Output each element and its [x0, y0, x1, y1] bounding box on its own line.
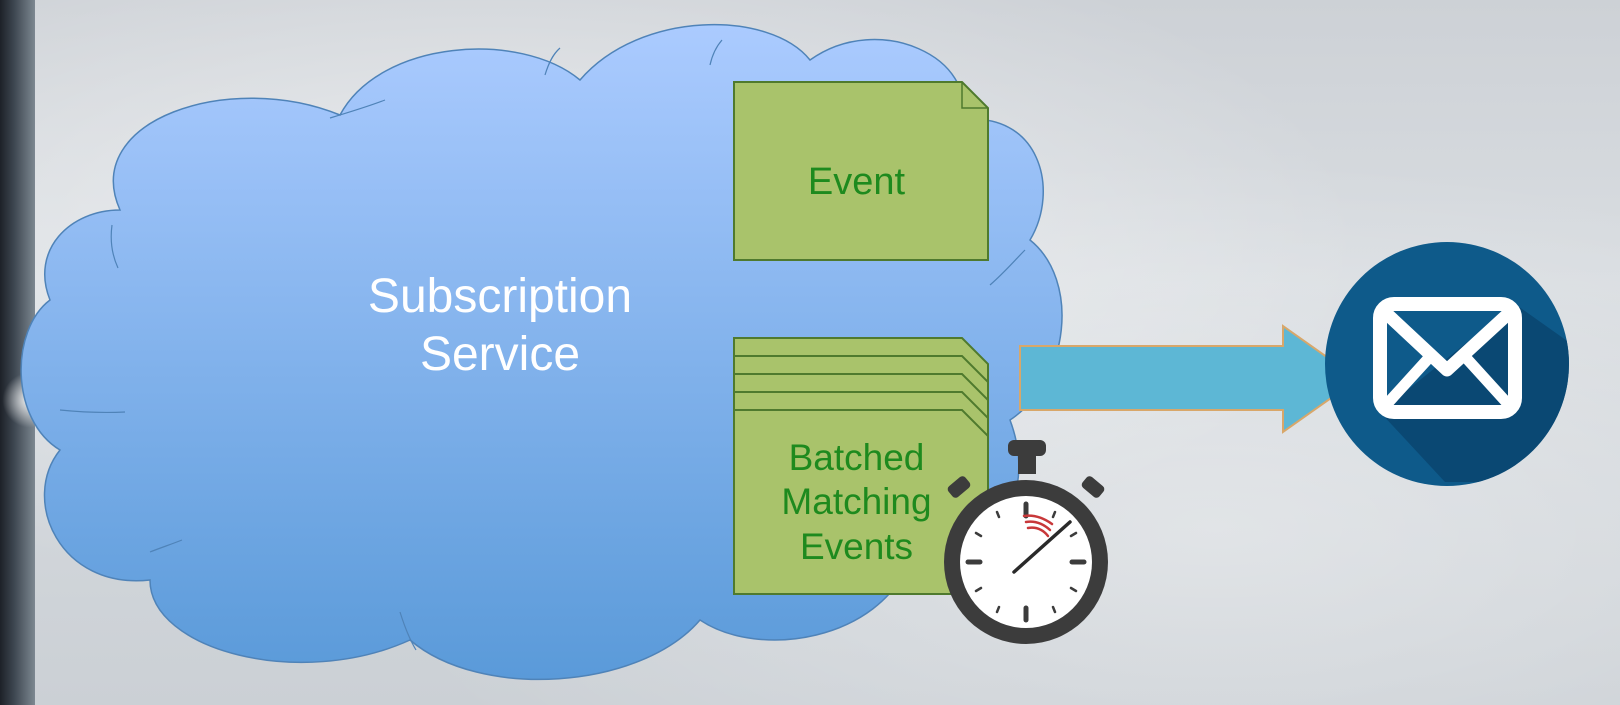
- batch-label-line3: Events: [799, 525, 914, 567]
- batch-label-line2: Matching: [781, 481, 932, 523]
- stopwatch-icon: [940, 440, 1110, 654]
- batched-events-stack: [733, 337, 989, 595]
- mail-icon: [1325, 242, 1620, 491]
- batch-label-line1: Batched: [788, 437, 925, 478]
- event-label: Event: [807, 161, 906, 203]
- event-document: [733, 81, 989, 261]
- arrow-right-icon: [1018, 324, 1363, 438]
- cloud-label-line2: Service: [419, 327, 581, 381]
- cloud-label-line1: Subscription: [367, 270, 633, 323]
- cloud-label: Subscription Service: [300, 268, 700, 383]
- batched-events-label: Batched Matching Events: [734, 436, 979, 569]
